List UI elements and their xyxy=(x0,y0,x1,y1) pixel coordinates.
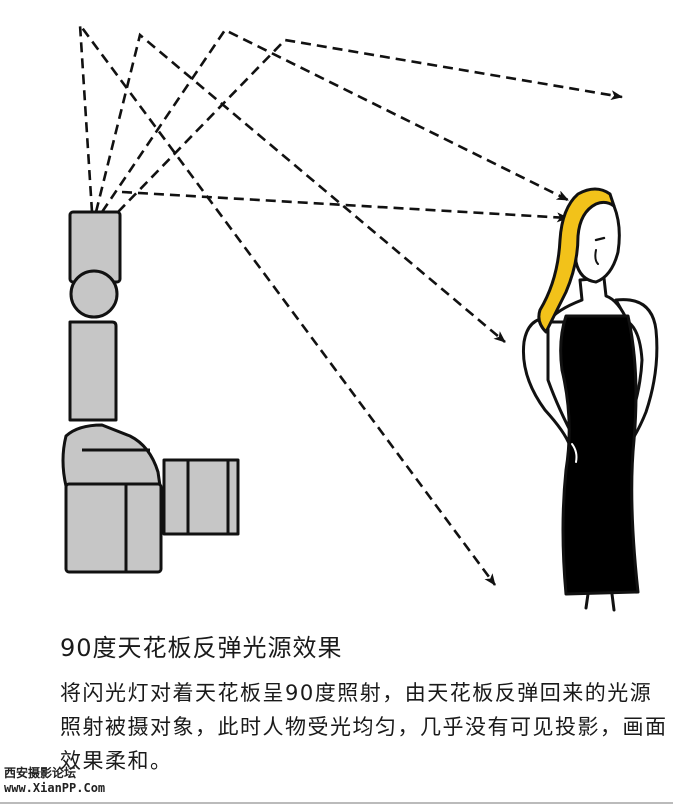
flash-body xyxy=(68,320,118,422)
hair xyxy=(537,187,616,334)
bounce-flash-diagram xyxy=(61,20,659,612)
right-leg xyxy=(610,592,616,612)
watermark-line-2: www.XianPP.Com xyxy=(4,781,106,795)
left-arm xyxy=(521,316,577,448)
light-ray-2 xyxy=(94,32,506,343)
light-ray-3 xyxy=(100,28,569,213)
dress xyxy=(559,314,640,596)
camera-with-flash xyxy=(61,210,240,574)
subject-woman xyxy=(521,187,659,612)
caption-description: 将闪光灯对着天花板呈90度照射，由天花板反弹回来的光源照射被摄对象，此时人物受光… xyxy=(60,681,668,773)
camera-top xyxy=(61,423,162,488)
camera-lens xyxy=(162,458,240,536)
caption-title: 90度天花板反弹光源效果 xyxy=(60,634,343,662)
left-leg xyxy=(584,592,590,610)
site-watermark: 西安摄影论坛 www.XianPP.Com xyxy=(4,766,105,796)
watermark-line-1: 西安摄影论坛 xyxy=(4,766,77,780)
light-rays xyxy=(78,20,623,586)
light-ray-5 xyxy=(121,190,569,223)
light-ray-4 xyxy=(117,38,623,213)
flash-swivel xyxy=(69,269,119,319)
camera-body xyxy=(64,482,163,574)
bottom-divider xyxy=(0,802,673,804)
